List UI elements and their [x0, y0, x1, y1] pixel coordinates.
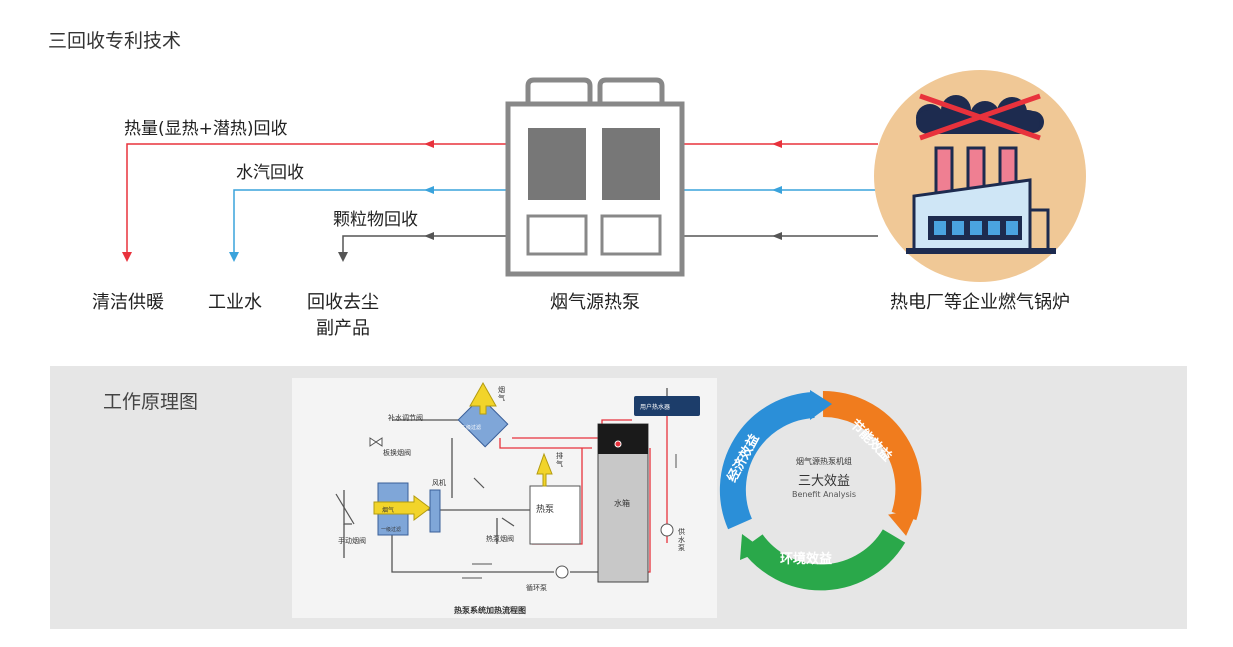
- boiler-label: 热电厂等企业燃气锅炉: [890, 292, 1070, 313]
- clean-heating-label: 清洁供暖: [92, 292, 164, 313]
- schematic-caption: 热泵系统加热流程图: [454, 606, 526, 615]
- benefits-center-line1: 烟气源热泵机组: [796, 457, 852, 466]
- exhaust-label: 排气: [556, 452, 563, 468]
- water-recovery-line: [229, 186, 878, 262]
- benefits-cycle-diagram: [719, 390, 922, 591]
- factory-boiler-icon: [874, 70, 1086, 282]
- makeup-valve-label: 补水调节阀: [388, 414, 423, 422]
- heat-pump-process-schematic: 烟 气: [335, 381, 700, 583]
- environment-benefit-label: 环境效益: [780, 552, 833, 567]
- heat-pump-unit-icon: [505, 77, 685, 277]
- manual-valve-label: 手动烟阀: [338, 537, 366, 545]
- heat-pump-valve-label: 热泵烟阀: [486, 535, 514, 543]
- particle-recovery-line: [338, 232, 878, 262]
- primary-filter-label: 一级过滤: [381, 527, 402, 533]
- svg-text:烟: 烟: [498, 385, 505, 394]
- svg-text:气: 气: [498, 393, 505, 402]
- feed-pump-label: 供水泵: [678, 528, 685, 552]
- circulation-pump-label: 循环泵: [526, 584, 547, 592]
- heat-recovery-line: [122, 140, 878, 262]
- working-principle-title: 工作原理图: [103, 391, 199, 413]
- flue-gas-in-label: 烟气: [382, 507, 395, 514]
- dust-recovery-label: 回收去尘 副产品: [297, 290, 389, 342]
- dust-recovery-line1: 回收去尘: [307, 292, 379, 313]
- benefits-center-line3: Benefit Analysis: [791, 490, 857, 499]
- plate-exchanger-label: 板换烟阀: [383, 449, 411, 457]
- page-title: 三回收专利技术: [48, 30, 182, 52]
- heat-pump-box-label: 热泵: [536, 505, 555, 515]
- recovery-flow-diagram: [122, 70, 1086, 282]
- secondary-filter-label: 二级过滤: [461, 425, 482, 431]
- dust-recovery-line2: 副产品: [316, 318, 370, 339]
- water-tank-label: 水箱: [614, 499, 630, 508]
- industrial-water-label: 工业水: [208, 292, 262, 313]
- fan-label: 风机: [432, 479, 446, 487]
- user-water-heater-label: 用户热水器: [640, 404, 671, 411]
- particle-recovery-label: 颗粒物回收: [333, 210, 418, 230]
- benefits-center-line2: 三大效益: [797, 474, 850, 489]
- heat-recovery-label: 热量(显热+潜热)回收: [124, 119, 288, 139]
- water-recovery-label: 水汽回收: [236, 163, 304, 183]
- heat-pump-label: 烟气源热泵: [550, 292, 640, 313]
